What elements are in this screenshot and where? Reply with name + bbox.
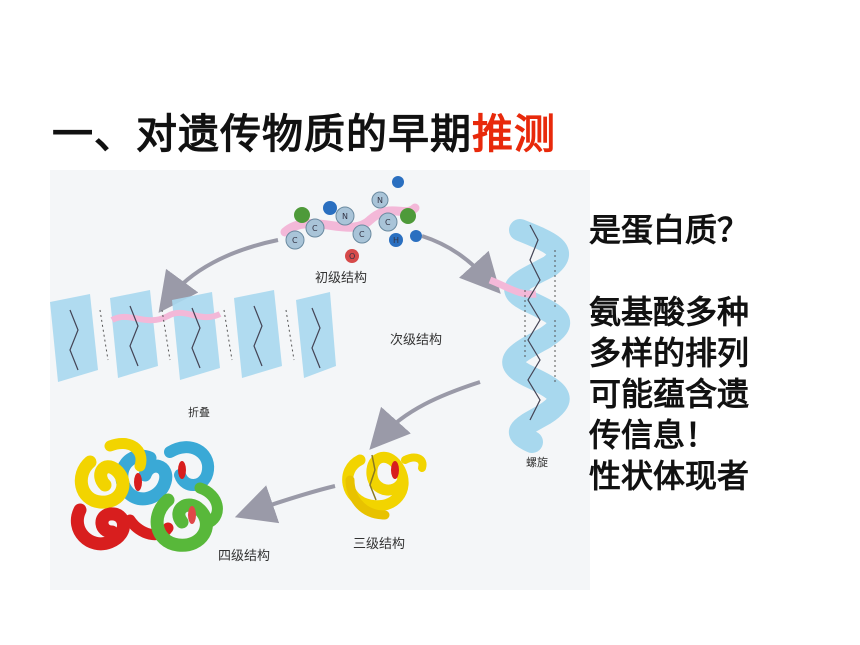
atom-o-1: O [349, 252, 355, 261]
protein-structure-diagram: C C N C C N O H 初级结构 [50, 170, 590, 590]
label-tertiary: 三级结构 [353, 537, 405, 552]
arrow-to-tertiary [369, 380, 481, 450]
side-explanation: 是蛋白质？ 氨基酸多种 多样的排列 可能蕴含遗 传信息！ 性状体现者 [589, 210, 849, 497]
label-secondary: 次级结构 [390, 332, 442, 348]
atom-c-3: C [359, 230, 365, 239]
arrow-to-sheet [158, 238, 279, 313]
label-primary: 初级结构 [315, 271, 367, 286]
side-question: 是蛋白质？ [589, 211, 750, 249]
slide-title: 一、对遗传物质的早期推测 [52, 100, 556, 160]
atom-c-2: C [312, 224, 318, 233]
label-sheet: 折叠 [188, 405, 210, 419]
atom-c-1: C [292, 236, 298, 245]
side-line-2: 多样的排列 [589, 334, 750, 372]
side-line-3: 可能蕴含遗 [589, 375, 750, 413]
arrow-to-quaternary [234, 484, 336, 524]
beta-sheet [50, 290, 336, 382]
atom-h-1: H [393, 236, 399, 245]
primary-molecule: C C N C C N O H [280, 176, 422, 263]
quaternary-structure [70, 438, 223, 552]
title-accent: 推测 [472, 110, 556, 158]
protein-structure-svg: C C N C C N O H 初级结构 [50, 170, 590, 590]
label-quaternary: 四级结构 [218, 549, 270, 564]
atom-c-4: C [385, 218, 391, 227]
alpha-helix [488, 219, 570, 453]
label-helix: 螺旋 [526, 455, 548, 469]
atom-n-2: N [377, 196, 383, 205]
arrow-to-helix [421, 234, 501, 294]
side-line-5: 性状体现者 [589, 457, 750, 495]
tertiary-structure [342, 452, 427, 520]
atom-n-1: N [342, 212, 348, 221]
diagram-background [50, 170, 590, 590]
side-line-1: 氨基酸多种 [589, 293, 750, 331]
title-main: 一、对遗传物质的早期 [52, 110, 472, 158]
side-line-4: 传信息！ [589, 416, 718, 454]
